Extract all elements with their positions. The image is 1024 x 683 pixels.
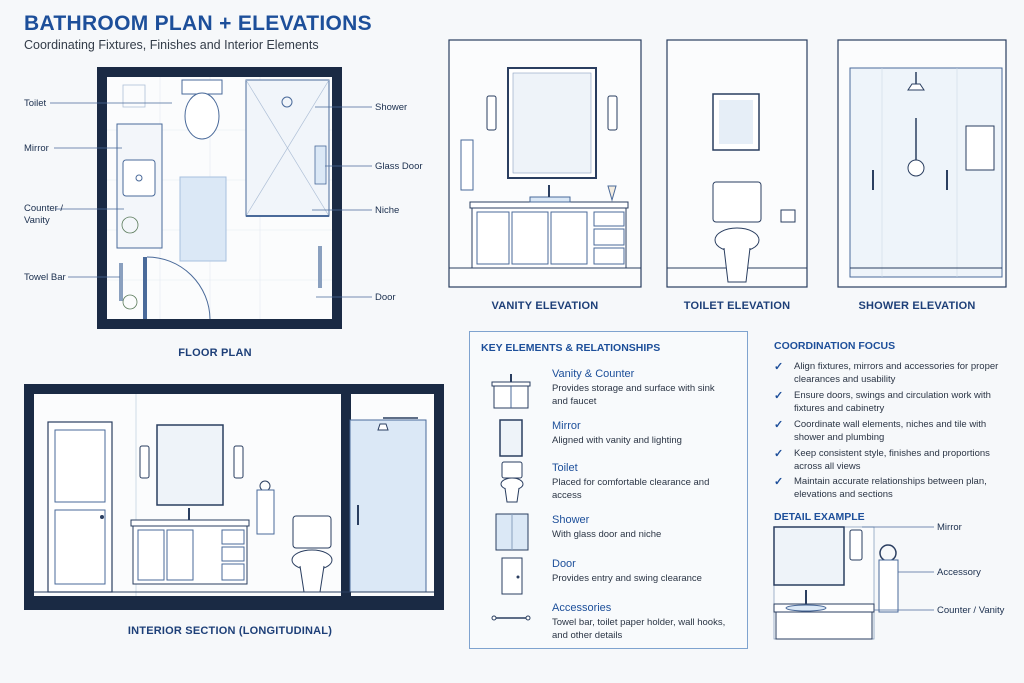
key-item-mirror: Mirror Aligned with vanity and lighting — [470, 419, 749, 475]
check-icon: ✓ — [774, 390, 784, 402]
key-item-toilet: Toilet Placed for comfortable clearance … — [470, 461, 749, 517]
coordination-title: COORDINATION FOCUS — [774, 340, 896, 352]
check-icon: ✓ — [774, 419, 784, 431]
coordination-text: Ensure doors, swings and circulation wor… — [794, 390, 991, 414]
check-icon: ✓ — [774, 476, 784, 488]
vanity-icon — [491, 374, 531, 409]
coordination-text: Maintain accurate relationships between … — [794, 476, 987, 500]
section-caption: INTERIOR SECTION (LONGITUDINAL) — [127, 625, 333, 637]
shower-elevation-caption: SHOWER ELEVATION — [858, 300, 976, 312]
key-item-name: Mirror — [552, 420, 581, 432]
detail-label-counter: Counter / Vanity — [937, 605, 1005, 616]
key-item-desc: Towel bar, toilet paper holder, wall hoo… — [552, 617, 726, 641]
key-item-name: Accessories — [552, 602, 612, 614]
shower-icon — [495, 513, 529, 551]
detail-label-accessory: Accessory — [937, 567, 981, 578]
vanity-elevation-caption: VANITY ELEVATION — [491, 300, 599, 312]
key-item-desc: With glass door and niche — [552, 529, 662, 540]
key-item-vanity: Vanity & Counter Provides storage and su… — [470, 368, 749, 423]
coordination-text: Coordinate wall elements, niches and til… — [794, 419, 987, 443]
key-elements-panel: KEY ELEMENTS & RELATIONSHIPS Vanity & Co… — [469, 331, 748, 649]
plan-label-door: Door — [375, 292, 396, 303]
detail-label-mirror: Mirror — [937, 522, 962, 533]
key-item-desc: Provides storage and surface with sink a… — [552, 383, 715, 407]
key-item-desc: Provides entry and swing clearance — [552, 573, 702, 584]
key-item-shower: Shower With glass door and niche — [470, 513, 749, 569]
key-item-desc: Aligned with vanity and lighting — [552, 435, 682, 446]
door-icon — [501, 557, 523, 595]
toilet-icon — [500, 461, 524, 503]
key-item-name: Vanity & Counter — [552, 368, 635, 380]
key-item-accessories: Accessories Towel bar, toilet paper hold… — [470, 602, 749, 657]
plan-label-glass-door: Glass Door — [375, 161, 423, 172]
towel-bar-icon — [491, 615, 531, 621]
key-item-desc: Placed for comfortable clearance and acc… — [552, 477, 710, 501]
page-title: BATHROOM PLAN + ELEVATIONS — [24, 12, 372, 35]
key-item-name: Toilet — [552, 462, 578, 474]
key-item-door: Door Provides entry and swing clearance — [470, 557, 749, 613]
floor-plan-caption: FLOOR PLAN — [178, 347, 252, 359]
plan-label-counter: Counter / Vanity — [24, 203, 64, 226]
coordination-text: Align fixtures, mirrors and accessories … — [794, 361, 999, 385]
plan-label-shower: Shower — [375, 102, 408, 113]
detail-title: DETAIL EXAMPLE — [774, 511, 865, 523]
check-icon: ✓ — [774, 361, 784, 373]
mirror-icon — [499, 419, 523, 457]
key-item-name: Door — [552, 558, 576, 570]
plan-label-towel-bar: Towel Bar — [24, 272, 66, 283]
plan-label-niche: Niche — [375, 205, 400, 216]
coordination-text: Keep consistent style, finishes and prop… — [794, 448, 990, 472]
check-icon: ✓ — [774, 448, 784, 460]
plan-label-toilet: Toilet — [24, 98, 47, 109]
toilet-elevation-caption: TOILET ELEVATION — [683, 300, 791, 312]
key-item-name: Shower — [552, 514, 590, 526]
key-panel-title: KEY ELEMENTS & RELATIONSHIPS — [481, 342, 661, 354]
page-subtitle: Coordinating Fixtures, Finishes and Inte… — [24, 38, 319, 52]
plan-label-mirror: Mirror — [24, 143, 49, 154]
